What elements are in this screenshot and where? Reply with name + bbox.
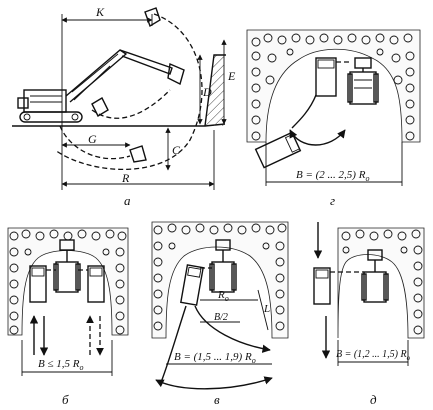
- excavator: [17, 49, 185, 123]
- rock-mass-b: [7, 227, 129, 336]
- truck-v: [180, 264, 204, 306]
- panel-g: B = (2 ... 2,5) Rо г: [246, 29, 421, 208]
- truck-d: [313, 267, 331, 305]
- digging-trajectory: [54, 13, 203, 171]
- excavator-v: [209, 239, 237, 293]
- panel-b: B ≤ 1,5 Rо б: [7, 227, 129, 407]
- label-E: E: [227, 69, 236, 83]
- label-C: C: [172, 143, 181, 157]
- caption-a: а: [124, 193, 131, 208]
- slope-face: [205, 55, 224, 126]
- rock-texture-d: [341, 229, 423, 335]
- panel-v: Rо B/2 L B = (1,5 ... 1,9) Rо в: [151, 221, 289, 407]
- bucket-top-position: [144, 7, 161, 28]
- formula-b: B ≤ 1,5 Rо: [38, 358, 83, 372]
- rock-texture-b: [9, 229, 127, 335]
- caption-g: г: [330, 193, 335, 208]
- formula-g: B = (2 ... 2,5) Rо: [296, 169, 369, 183]
- caption-b: б: [62, 392, 69, 407]
- formula-d: B = (1,2 ... 1,5) Rо: [336, 349, 411, 362]
- bucket-low-position: [129, 145, 147, 163]
- caption-v: в: [214, 392, 220, 407]
- ground-surface: [12, 123, 226, 127]
- rock-texture-g: [251, 33, 415, 141]
- truck-g2: [254, 131, 302, 169]
- label-R-v: Rо: [217, 289, 229, 303]
- label-D: D: [202, 85, 212, 99]
- rock-mass-v: [151, 221, 289, 339]
- dimension-lines-a: [61, 14, 227, 190]
- excavator-d: [361, 249, 389, 303]
- truck-g1: [315, 57, 337, 97]
- truck-route-g: [289, 129, 346, 146]
- excavator-b: [53, 239, 81, 293]
- truck-b-left: [29, 265, 47, 303]
- label-G: G: [88, 132, 97, 146]
- label-L-v: L: [263, 303, 270, 315]
- caption-d: д: [370, 392, 377, 407]
- formula-v: B = (1,5 ... 1,9) Rо: [174, 351, 256, 365]
- panel-a: K E D G C R а: [12, 5, 236, 208]
- truck-b-right: [87, 265, 105, 303]
- label-R: R: [121, 171, 130, 185]
- rock-texture-v: [153, 223, 287, 331]
- bucket-mid-position: [91, 97, 109, 117]
- rock-mass-d: [337, 227, 425, 339]
- rock-mass-g: [246, 29, 421, 143]
- excavator-g: [347, 57, 379, 105]
- panel-d: B = (1,2 ... 1,5) Rо д: [313, 222, 425, 407]
- label-K: K: [95, 5, 105, 19]
- label-half-v: B/2: [214, 312, 228, 323]
